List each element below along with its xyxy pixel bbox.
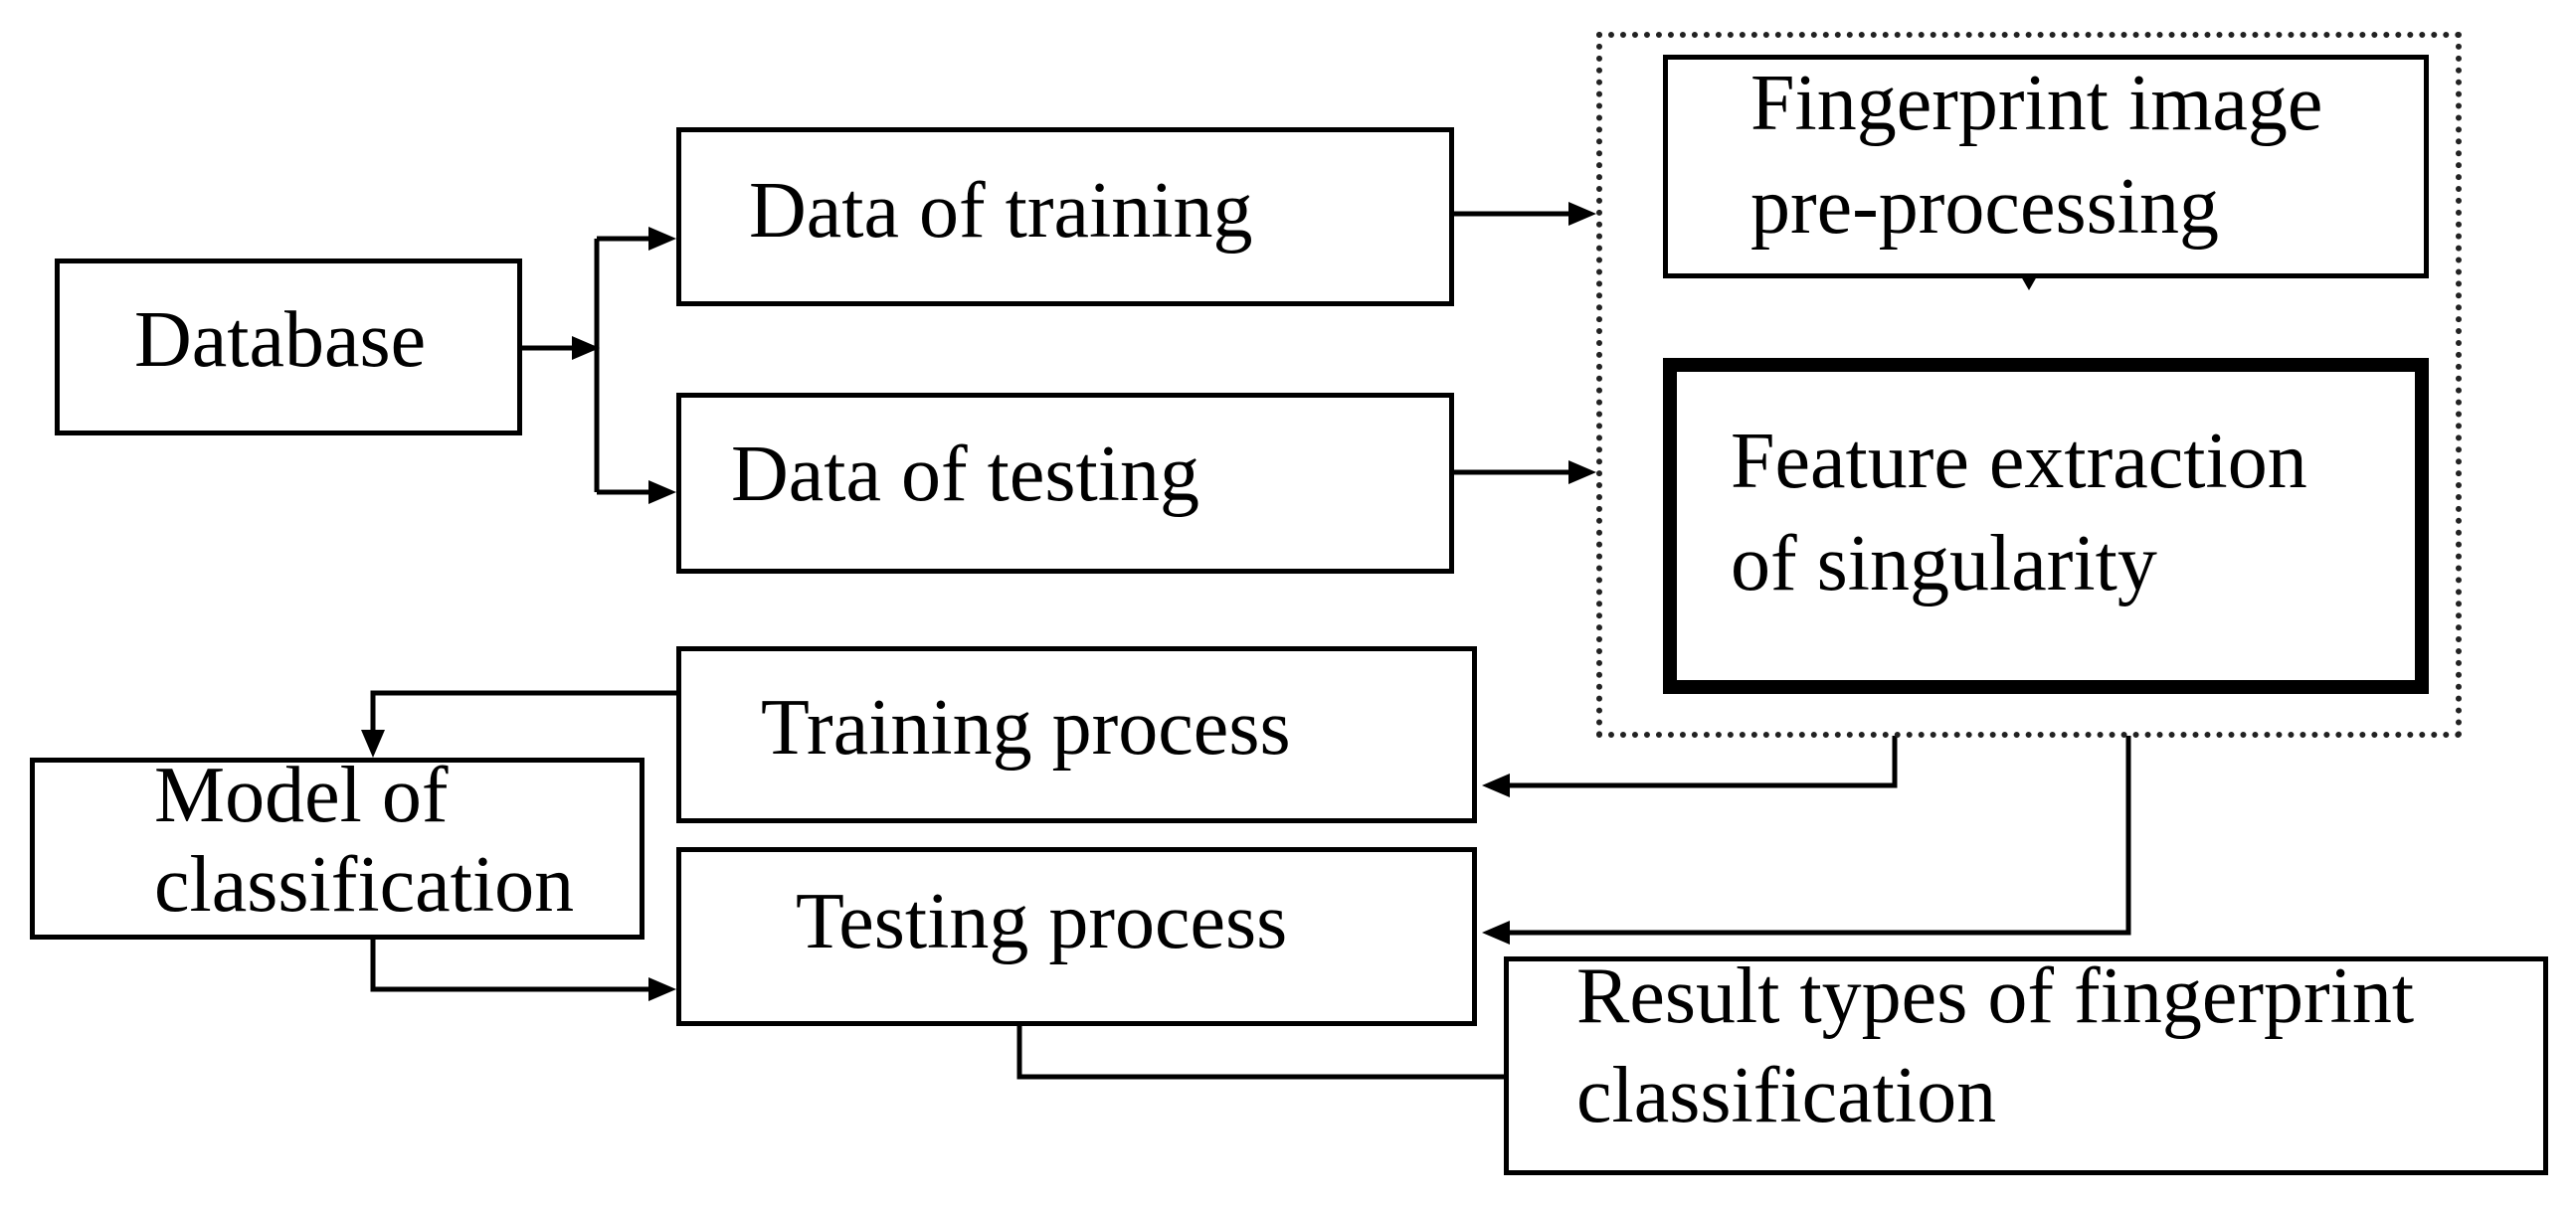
database-node — [55, 259, 522, 435]
model-classification-node — [30, 758, 644, 940]
preprocessing-label-line1: Fingerprint image — [1750, 60, 2323, 147]
model-classification-label-line1: Model of — [154, 752, 449, 839]
arrowhead-to-training-process — [1482, 774, 1510, 797]
result-types-label-line2: classification — [1576, 1052, 1997, 1139]
arrowhead-database-split — [572, 336, 600, 360]
connector-training-process-to-model — [370, 690, 676, 751]
testing-process-node — [676, 847, 1477, 1026]
feature-extraction-label-line1: Feature extraction — [1731, 418, 2307, 505]
model-classification-label-line2: classification — [154, 841, 575, 929]
arrowhead-to-data-testing — [648, 480, 676, 504]
connector-model-to-testing-process — [370, 938, 666, 992]
preprocessing-feature-group — [1596, 32, 2462, 738]
data-training-node — [676, 127, 1454, 306]
testing-process-label: Testing process — [796, 878, 1288, 965]
feature-extraction-label-line2: of singularity — [1731, 520, 2157, 607]
arrowhead-training-to-group — [1568, 202, 1596, 226]
data-testing-node — [676, 393, 1454, 574]
connector-feature-to-testing-process — [1492, 736, 2131, 936]
data-training-label: Data of training — [749, 167, 1253, 255]
training-process-label: Training process — [761, 684, 1291, 772]
feature-extraction-node — [1663, 358, 2429, 694]
data-testing-label: Data of testing — [731, 431, 1199, 518]
preprocessing-node — [1663, 55, 2429, 278]
database-label: Database — [134, 296, 427, 384]
arrowhead-to-testing-process — [1482, 921, 1510, 945]
result-types-node — [1504, 956, 2548, 1175]
connector-group-to-training-process — [1492, 736, 1898, 788]
connector-testing-process-to-result — [1016, 1024, 1507, 1080]
arrowhead-to-data-training — [648, 227, 676, 251]
preprocessing-label-line2: pre-processing — [1750, 163, 2219, 251]
arrowhead-testing-to-group — [1568, 460, 1596, 484]
result-types-label-line1: Result types of fingerprint — [1576, 952, 2415, 1040]
training-process-node — [676, 646, 1477, 823]
arrowhead-model-to-testing-process — [648, 977, 676, 1001]
